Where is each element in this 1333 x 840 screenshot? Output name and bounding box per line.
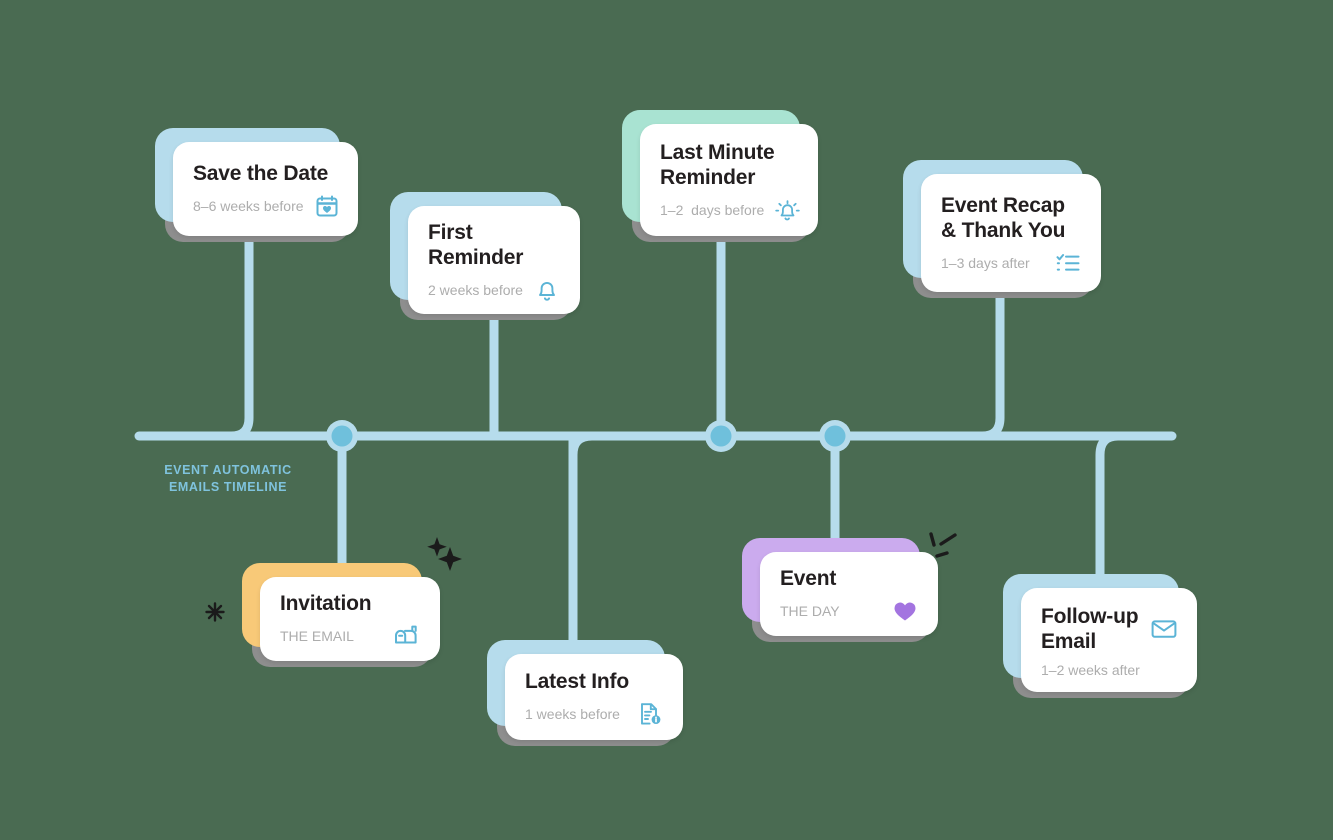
card-first-reminder[interactable]: First Reminder 2 weeks before xyxy=(390,192,580,320)
card-event[interactable]: Event THE DAY xyxy=(742,538,938,642)
card-title: Save the Date xyxy=(193,162,329,185)
card-subtitle: 1 weeks before xyxy=(525,706,620,722)
card-face[interactable]: Save the Date 8–6 weeks before xyxy=(173,142,358,236)
connector-latest-info-elbow xyxy=(568,431,597,460)
card-face[interactable]: Latest Info 1 weeks before xyxy=(505,654,683,740)
card-title: Latest Info xyxy=(525,670,629,693)
alarm-bell-icon xyxy=(774,197,800,223)
calendar-heart-icon xyxy=(314,193,340,219)
card-subtitle: 2 weeks before xyxy=(428,281,523,298)
card-last-minute-reminder[interactable]: Last Minute Reminder 1–2 days before xyxy=(622,110,818,242)
connector-save-the-date xyxy=(226,227,254,441)
card-face[interactable]: First Reminder 2 weeks before xyxy=(408,206,580,314)
card-face[interactable]: Event THE DAY xyxy=(760,552,938,636)
card-subtitle: 1–2 weeks after xyxy=(1041,661,1140,678)
card-invitation[interactable]: Invitation THE EMAIL xyxy=(242,563,440,667)
card-face[interactable]: Invitation THE EMAIL xyxy=(260,577,440,661)
connector-event-recap xyxy=(977,273,1005,441)
card-face[interactable]: Last Minute Reminder 1–2 days before xyxy=(640,124,818,236)
card-title: Follow-up Email xyxy=(1041,604,1139,653)
connector-follow-up xyxy=(1095,431,1123,593)
timeline-caption-line-2: EMAILS TIMELINE xyxy=(168,480,288,494)
timeline-node-2 xyxy=(705,420,737,452)
card-latest-info[interactable]: Latest Info 1 weeks before xyxy=(487,640,683,746)
bell-icon xyxy=(534,277,560,303)
card-title: Invitation xyxy=(280,592,372,615)
burst-lines-decoration xyxy=(922,528,970,570)
document-info-icon xyxy=(637,701,663,727)
card-subtitle: 1–2 days before xyxy=(660,201,765,218)
card-face[interactable]: Event Recap & Thank You 1–3 days after xyxy=(921,174,1101,292)
sparkle-pair-decoration xyxy=(424,533,470,575)
timeline-nodes xyxy=(326,420,851,452)
card-subtitle: 8–6 weeks before xyxy=(193,198,304,214)
card-subtitle: THE DAY xyxy=(780,603,840,619)
mailbox-icon xyxy=(394,623,420,649)
timeline-caption-line-1: EVENT AUTOMATIC xyxy=(164,463,292,477)
card-event-recap-thank-you[interactable]: Event Recap & Thank You 1–3 days after xyxy=(903,160,1101,298)
checklist-icon xyxy=(1055,250,1081,276)
card-title: Last Minute Reminder xyxy=(660,140,775,189)
envelope-icon xyxy=(1151,616,1177,642)
timeline-caption: EVENT AUTOMATIC EMAILS TIMELINE xyxy=(133,462,323,496)
card-title: Event xyxy=(780,567,837,590)
card-title: Event Recap & Thank You xyxy=(941,193,1066,242)
asterisk-decoration xyxy=(203,600,227,624)
timeline-node-3 xyxy=(819,420,851,452)
timeline-node-1 xyxy=(326,420,358,452)
card-title: First Reminder xyxy=(428,220,524,269)
card-subtitle: 1–3 days after xyxy=(941,254,1030,271)
card-follow-up-email[interactable]: Follow-up Email 1–2 weeks after xyxy=(1003,574,1197,698)
card-face[interactable]: Follow-up Email 1–2 weeks after xyxy=(1021,588,1197,692)
heart-icon xyxy=(892,598,918,624)
card-subtitle: THE EMAIL xyxy=(280,628,354,644)
card-save-the-date[interactable]: Save the Date 8–6 weeks before xyxy=(155,128,358,242)
